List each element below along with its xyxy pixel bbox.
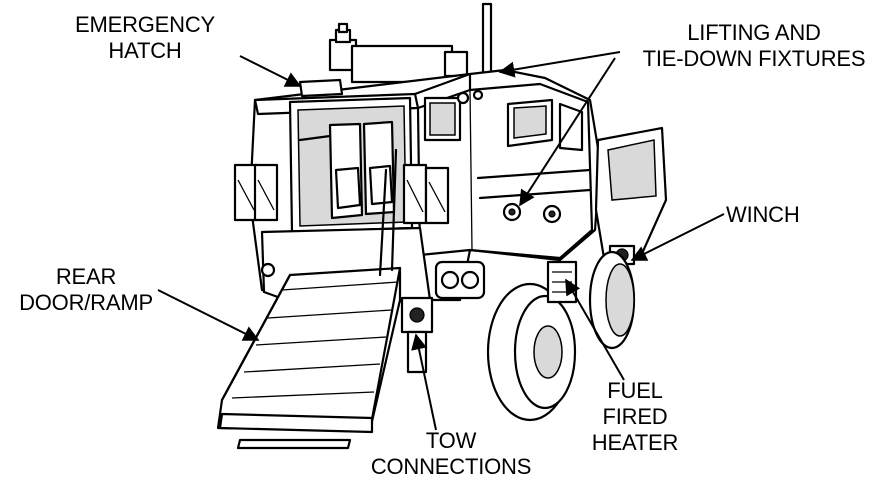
label-line: EMERGENCY <box>75 12 215 37</box>
antenna <box>481 2 493 76</box>
front-wheel <box>588 250 636 350</box>
label-line: LIFTING AND <box>687 20 821 45</box>
leader-lines <box>157 51 725 431</box>
jerry-cans-left <box>233 163 279 222</box>
label-lifting-fixtures: LIFTING AND TIE-DOWN FIXTURES <box>620 20 888 72</box>
label-line: FIRED <box>602 404 668 429</box>
leader-heater <box>565 278 625 381</box>
label-winch: WINCH <box>726 202 800 228</box>
fuel-fired-heater <box>546 260 578 304</box>
roof-turret <box>328 22 469 84</box>
rear-wheel <box>486 282 577 422</box>
label-line: REAR <box>55 264 117 289</box>
label-line: WINCH <box>726 202 800 227</box>
leader-tow <box>411 333 437 431</box>
rear-light-cluster <box>434 260 486 300</box>
jerry-cans-right <box>402 163 450 225</box>
open-cab-door <box>594 126 668 260</box>
label-rear-door-ramp: REAR DOOR/RAMP <box>6 264 166 316</box>
label-line: TIE-DOWN FIXTURES <box>642 46 866 71</box>
leader-winch <box>630 213 725 261</box>
leader-lifting-top <box>498 51 621 78</box>
emergency-hatch-panel <box>298 78 344 98</box>
label-fuel-fired-heater: FUEL FIRED HEATER <box>580 378 690 456</box>
leader-rear-ramp <box>157 289 260 341</box>
label-line: HEATER <box>591 430 679 455</box>
label-line: TOW <box>425 428 477 453</box>
label-tow-connections: TOW CONNECTIONS <box>356 428 546 480</box>
leader-lifting-side <box>519 57 616 207</box>
label-emergency-hatch: EMERGENCY HATCH <box>50 12 240 64</box>
label-line: HATCH <box>108 38 182 63</box>
label-line: FUEL <box>607 378 663 403</box>
rear-ramp <box>216 148 402 450</box>
label-line: CONNECTIONS <box>370 454 532 479</box>
label-line: DOOR/RAMP <box>19 290 153 315</box>
rear-door-opening <box>288 96 414 234</box>
leader-emergency-hatch <box>239 55 302 87</box>
